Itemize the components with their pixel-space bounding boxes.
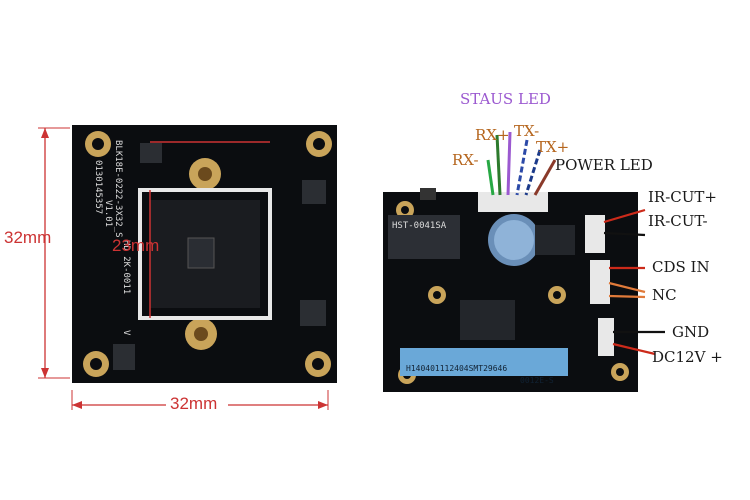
component <box>302 180 326 204</box>
serial-sticker-suffix: 0012E-S <box>520 376 554 385</box>
soc-chip <box>460 300 515 340</box>
back-board: HST-0041SA H140401112404SMT29646 0012E-S <box>383 188 638 392</box>
image-sensor-chip <box>187 237 215 269</box>
mount-hole-top-left <box>85 131 111 157</box>
sensor-dimension-label: 23mm <box>112 236 159 255</box>
rx-minus-wire <box>486 159 495 196</box>
silkscreen-line: V1.01 <box>103 200 113 227</box>
chip-text: HST-0041SA <box>392 221 447 231</box>
power-led-label: POWER LED <box>555 156 653 174</box>
dc12v-label: DC12V + <box>652 348 723 366</box>
component <box>140 143 162 163</box>
rx-plus-wire <box>495 134 502 196</box>
sensor-frame <box>138 188 272 320</box>
mount-hole-bottom-left <box>83 351 109 377</box>
serial-sticker-text: H140401112404SMT29646 <box>406 364 507 373</box>
lens-mount-hole-bottom <box>185 318 217 350</box>
staus-led-label: STAUS LED <box>460 90 551 108</box>
width-dimension: 32mm <box>71 390 329 413</box>
component <box>420 188 436 200</box>
gnd-label: GND <box>672 323 709 341</box>
lens-mount-hole-top <box>189 158 221 190</box>
rx-minus-label: RX- <box>452 151 479 169</box>
front-board: BLK18E-0222-3X32_S V1.01 0130145357 HD 2… <box>72 125 337 383</box>
component <box>535 225 575 255</box>
ir-cut-plus-wire <box>603 208 646 224</box>
silkscreen-line: HD 2K-0011 <box>121 240 131 294</box>
height-dimension: 32mm <box>4 127 70 379</box>
staus-led-wire <box>506 131 512 196</box>
component <box>300 300 326 326</box>
serial-sticker <box>400 348 568 376</box>
power-led-wire <box>533 159 557 196</box>
tx-minus-wire <box>515 139 529 196</box>
uart-wires <box>486 131 557 196</box>
tx-plus-wire <box>524 149 542 196</box>
dc12v-wire <box>612 342 656 356</box>
tx-plus-label: TX+ <box>536 138 569 156</box>
cds-in-label: CDS IN <box>652 258 710 276</box>
network-chip <box>388 215 460 259</box>
nc-wire-1 <box>608 281 646 294</box>
ir-cut-minus-wire <box>603 231 646 237</box>
uart-connector <box>478 192 548 212</box>
silkscreen-line: V <box>121 330 131 336</box>
nc-label: NC <box>652 286 677 304</box>
ir-cut-plus-label: IR-CUT+ <box>648 188 717 206</box>
front-silkscreen: BLK18E-0222-3X32_S V1.01 0130145357 HD 2… <box>93 140 131 336</box>
side-wires <box>603 208 665 356</box>
height-dimension-label: 32mm <box>4 228 51 247</box>
mount-hole-top-right <box>306 131 332 157</box>
silkscreen-line: BLK18E-0222-3X32_S <box>113 140 123 238</box>
tx-minus-label: TX- <box>514 122 539 140</box>
rx-plus-label: RX+ <box>475 126 510 144</box>
width-dimension-label: 32mm <box>170 394 217 413</box>
power-connector <box>598 318 614 356</box>
silkscreen-line: 0130145357 <box>93 160 103 214</box>
cds-connector <box>590 260 610 304</box>
ir-cut-connector <box>585 215 605 253</box>
mount-hole-bottom-right <box>305 351 331 377</box>
component <box>113 344 135 370</box>
nc-wire-2 <box>608 294 646 299</box>
ir-cut-minus-label: IR-CUT- <box>648 212 708 230</box>
